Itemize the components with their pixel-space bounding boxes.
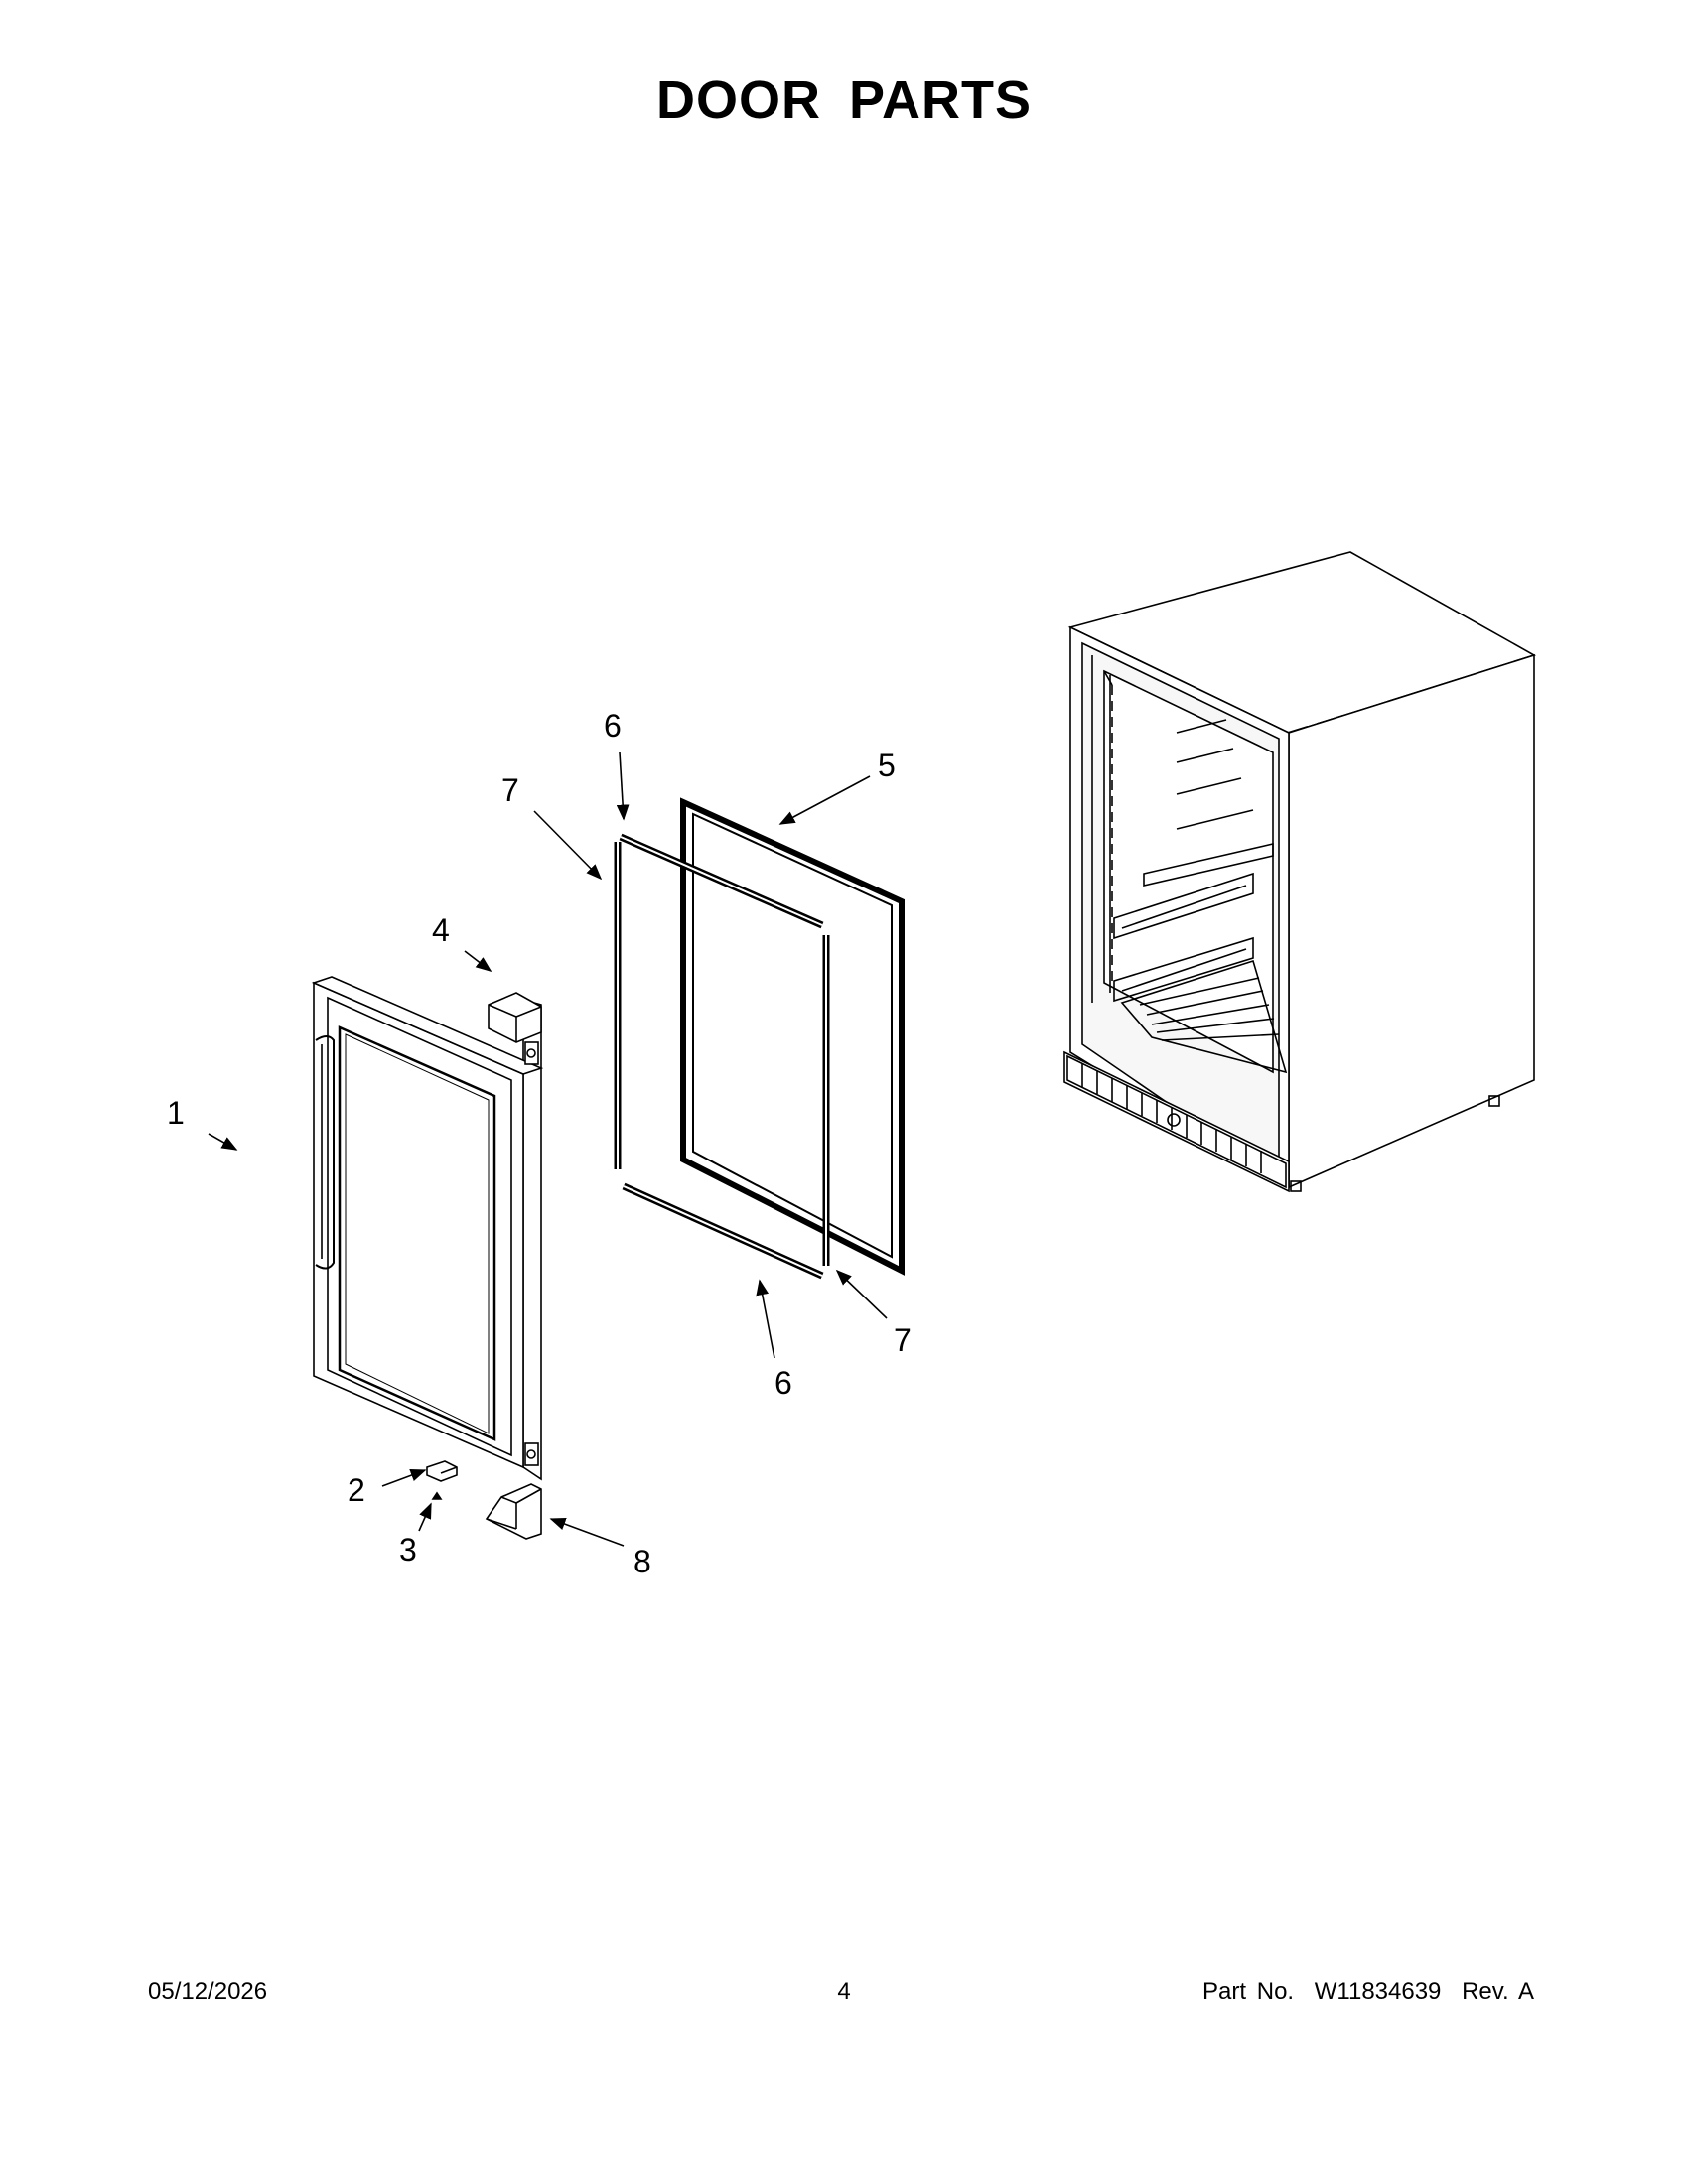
callout-labels: 1 2 3 4 5 6 6 7 7 8 [167, 708, 912, 1579]
bottom-hinge-cover [485, 1483, 542, 1540]
part-number: W11834639 [1314, 1979, 1442, 2005]
callout-7-top: 7 [501, 772, 519, 808]
cabinet-assembly [1063, 551, 1537, 1193]
leader-3 [418, 1502, 432, 1532]
kick-plate-grille [1063, 1050, 1290, 1193]
cabinet-side-panel [1288, 653, 1535, 1189]
callout-7-bottom: 7 [894, 1322, 912, 1358]
revision: Rev. A [1462, 1979, 1534, 2005]
page-title: DOOR PARTS [655, 70, 1032, 130]
bottom-hinge-pin [426, 1460, 458, 1500]
callout-6-bottom: 6 [774, 1365, 792, 1401]
pull-out-shelf [1143, 842, 1274, 887]
footer-date: 05/12/2026 [148, 1979, 268, 2005]
leader-4 [464, 950, 492, 972]
leader-6a [616, 751, 630, 821]
door-assembly [311, 976, 544, 1481]
gasket-strips [614, 833, 830, 1280]
footer-page-number: 4 [837, 1979, 851, 2005]
part-label: Part No. [1202, 1979, 1295, 2005]
leader-7b [835, 1269, 888, 1319]
hinge-screw [431, 1491, 443, 1500]
callout-5: 5 [878, 748, 896, 783]
door-glass [338, 1025, 496, 1441]
leader-8 [549, 1517, 625, 1547]
callout-1: 1 [167, 1095, 185, 1131]
footer-part-info: Part No. W11834639 Rev. A [1193, 1979, 1534, 2006]
callout-3: 3 [399, 1532, 417, 1568]
door-handle [315, 1035, 335, 1270]
door-gasket [680, 797, 905, 1276]
leader-7a [533, 810, 603, 881]
leader-2 [381, 1469, 427, 1487]
leader-6b [756, 1279, 775, 1359]
floor-tray [1120, 959, 1288, 1074]
top-hinge-cover [488, 992, 542, 1043]
cabinet-interior [1103, 669, 1274, 1074]
callout-8: 8 [633, 1544, 651, 1579]
callout-6-top: 6 [604, 708, 622, 744]
leader-1 [208, 1133, 238, 1151]
callout-leaders [208, 751, 888, 1547]
callout-2: 2 [348, 1472, 365, 1508]
callout-4: 4 [432, 912, 450, 948]
leader-5 [778, 775, 871, 825]
